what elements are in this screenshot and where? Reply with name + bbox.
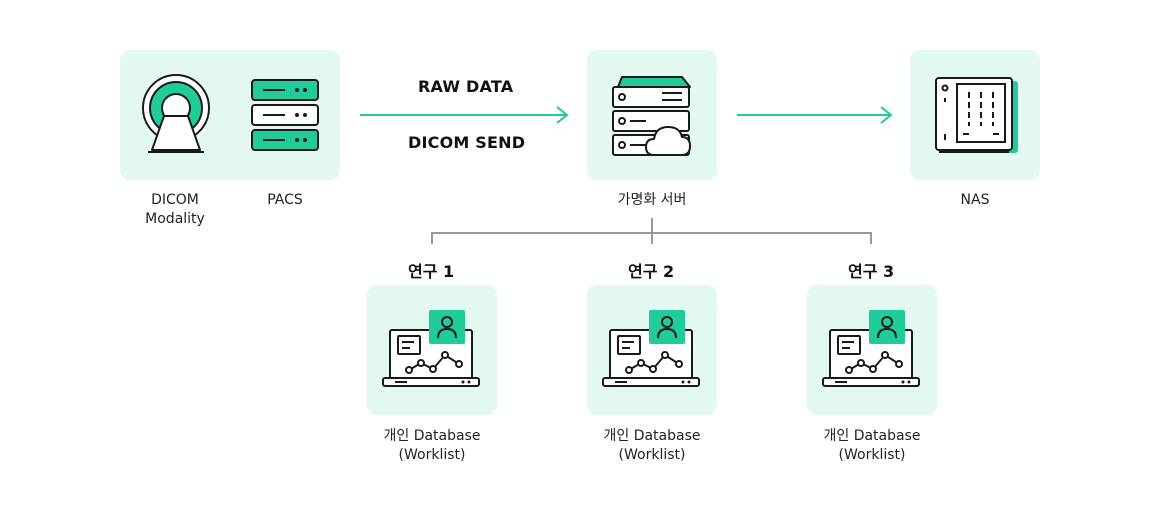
arrow-to-server bbox=[360, 106, 569, 124]
study-2-label-line1: 개인 Database bbox=[603, 428, 701, 444]
pacs-server-icon bbox=[251, 79, 319, 151]
study-3-laptop-icon bbox=[822, 310, 920, 387]
nas-label: NAS bbox=[960, 192, 990, 208]
pseudonymization-server-icon bbox=[612, 76, 691, 156]
raw-data-label: RAW DATA bbox=[418, 77, 514, 96]
arrow-to-nas bbox=[737, 106, 893, 124]
study-2-title: 연구 2 bbox=[628, 262, 675, 281]
study-3-title: 연구 3 bbox=[848, 262, 895, 281]
study-2-laptop-icon bbox=[602, 310, 700, 387]
study-2-label-line2: (Worklist) bbox=[618, 447, 686, 463]
dicom-modality-line1: DICOM bbox=[151, 192, 199, 208]
dicom-modality-label: DICOM Modality bbox=[125, 191, 225, 229]
pacs-label: PACS bbox=[267, 192, 303, 208]
study-branch-connector bbox=[431, 218, 872, 244]
dicom-modality-line2: Modality bbox=[145, 211, 205, 227]
study-1-laptop-icon bbox=[382, 310, 480, 387]
study-1-title: 연구 1 bbox=[408, 262, 455, 281]
study-1-label: 개인 Database (Worklist) bbox=[362, 427, 502, 465]
study-3-label-line2: (Worklist) bbox=[838, 447, 906, 463]
dicom-send-label: DICOM SEND bbox=[408, 133, 526, 152]
study-2-label: 개인 Database (Worklist) bbox=[582, 427, 722, 465]
study-1-label-line1: 개인 Database bbox=[383, 428, 481, 444]
ct-scanner-icon bbox=[142, 74, 210, 153]
study-3-label: 개인 Database (Worklist) bbox=[802, 427, 942, 465]
server-label: 가명화 서버 bbox=[617, 192, 687, 208]
study-1-label-line2: (Worklist) bbox=[398, 447, 466, 463]
nas-icon bbox=[935, 77, 1018, 153]
study-3-label-line1: 개인 Database bbox=[823, 428, 921, 444]
